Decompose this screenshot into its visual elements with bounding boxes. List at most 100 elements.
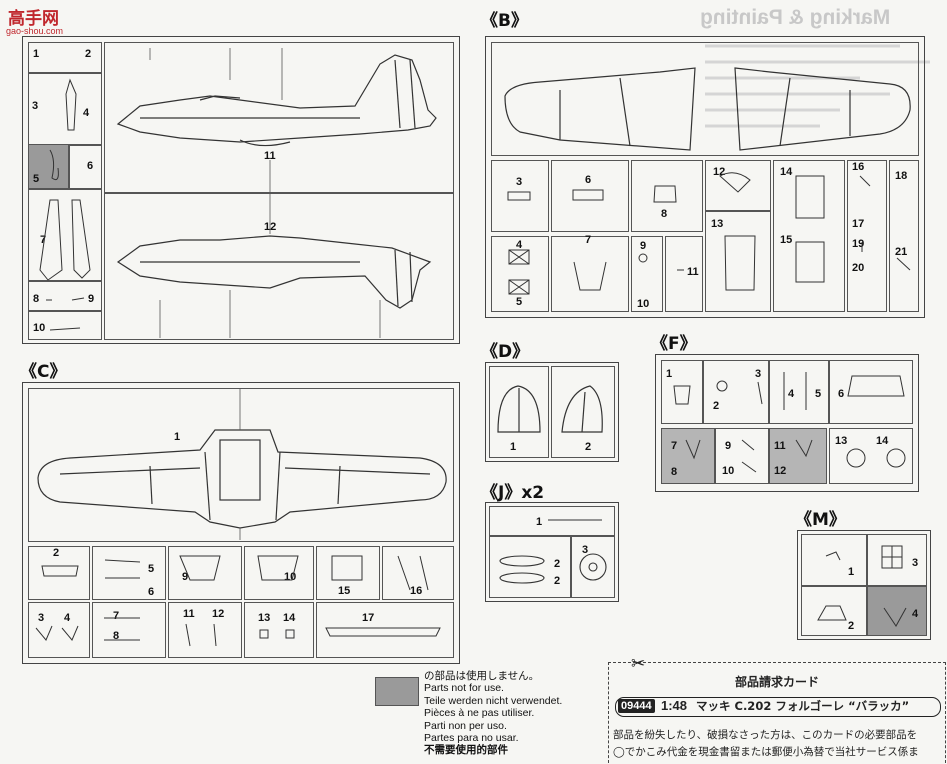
part-number: 13 <box>711 218 724 230</box>
sprue-b-cell-12 <box>705 160 771 212</box>
part-number: 8 <box>33 293 40 305</box>
part-number: 11 <box>183 608 195 620</box>
sprue-a-frame <box>22 36 460 344</box>
part-number: 2 <box>53 547 60 559</box>
product-code: 09444 <box>618 699 655 713</box>
sprue-b-cell-11 <box>665 236 703 312</box>
sprue-j-cell-3 <box>571 536 615 598</box>
part-number: 16 <box>852 161 865 173</box>
sprue-d-label: 《D》 <box>481 342 530 362</box>
sprue-b-cell-13 <box>705 210 771 312</box>
part-number: 5 <box>33 173 40 185</box>
part-number: 6 <box>585 174 592 186</box>
part-number: 1 <box>848 566 855 578</box>
order-card-title: 部品請求カード <box>734 675 819 689</box>
sprue-b-cell-3 <box>491 160 549 232</box>
part-number: 2 <box>554 575 561 587</box>
part-number: 2 <box>85 48 92 60</box>
sprue-c-cell-16 <box>382 546 454 600</box>
part-number: 14 <box>780 166 793 178</box>
part-number: 13 <box>258 612 271 624</box>
sprue-j-frame <box>485 502 619 602</box>
sprue-d-cell-1 <box>489 366 549 458</box>
part-number: 1 <box>666 368 673 380</box>
sprue-m-cell-4-unused <box>867 586 927 636</box>
legend-fr: Pièces à ne pas utiliser. <box>424 707 535 720</box>
product-scale: 1:48 <box>661 698 688 713</box>
part-number: 12 <box>774 465 787 477</box>
part-number: 3 <box>912 557 919 569</box>
sprue-b-cell-6 <box>551 160 629 232</box>
part-number: 15 <box>338 585 351 597</box>
sprue-f-cell-1 <box>661 360 703 424</box>
unused-parts-swatch <box>375 677 419 706</box>
part-number: 14 <box>876 435 889 447</box>
sprue-c-cell-3-4 <box>28 602 90 658</box>
part-number: 20 <box>852 262 865 274</box>
sprue-a-cell-7 <box>28 188 102 282</box>
part-number: 6 <box>838 388 845 400</box>
sprue-m-cell-2 <box>801 586 867 636</box>
sprue-j-cell-1 <box>489 506 615 536</box>
part-number: 1 <box>33 48 40 60</box>
part-number: 11 <box>264 150 276 162</box>
part-number: 7 <box>40 234 47 246</box>
part-number: 2 <box>585 441 592 453</box>
part-number: 11 <box>774 440 786 452</box>
part-number: 15 <box>780 234 793 246</box>
part-number: 8 <box>661 208 668 220</box>
sprue-j-label: 《J》x2 <box>481 483 545 503</box>
sprue-m-label: 《M》 <box>795 510 846 530</box>
sprue-c-cell-7-8 <box>92 602 166 658</box>
sprue-b-cell-16-20 <box>847 160 887 312</box>
part-number: 9 <box>182 571 189 583</box>
sprue-b-label: 《B》 <box>481 11 528 31</box>
sprue-c-cell-15 <box>316 546 380 600</box>
watermark-text: 高手网 <box>8 9 59 29</box>
part-number: 8 <box>671 466 678 478</box>
sprue-b-cell-9-10 <box>631 236 663 312</box>
part-number: 10 <box>637 298 650 310</box>
legend-de: Teile werden nicht verwendet. <box>424 694 563 707</box>
part-number: 3 <box>32 100 39 112</box>
sprue-c-cell-5-6 <box>92 546 166 600</box>
sprue-c-cell-11-12 <box>168 602 242 658</box>
sprue-b-cell-18-21 <box>889 160 919 312</box>
part-number: 17 <box>852 218 865 230</box>
part-number: 4 <box>83 107 90 119</box>
part-number: 3 <box>516 176 523 188</box>
part-number: 10 <box>33 322 46 334</box>
part-number: 9 <box>88 293 95 305</box>
bleed-through-lines <box>700 36 940 156</box>
part-number: 1 <box>174 431 181 443</box>
part-number: 5 <box>148 563 155 575</box>
sprue-a-cell-10 <box>28 310 102 340</box>
sprue-b-wing-top-cell <box>491 42 919 156</box>
sprue-m-frame <box>797 530 931 640</box>
legend-en: Parts not for use. <box>424 682 504 695</box>
sprue-c-cell-13-14 <box>244 602 314 658</box>
part-number: 2 <box>554 558 561 570</box>
order-card-product-line: 09444 1:48 マッキ C.202 フォルゴーレ “バラッカ” <box>615 697 941 717</box>
sprue-a-cell-12 <box>104 192 454 340</box>
sprue-b-cell-8 <box>631 160 703 232</box>
part-number: 14 <box>283 612 296 624</box>
unused-legend: の部品は使用しません。 Parts not for use. Teile wer… <box>424 670 562 757</box>
sprue-c-cell-17 <box>316 602 454 658</box>
sprue-a-cell-8-9 <box>28 280 102 312</box>
part-number: 12 <box>212 608 225 620</box>
watermark-logo: 高手网 gao-shou.com <box>2 4 80 38</box>
sprue-c-cell-2 <box>28 546 90 600</box>
sprue-m-cell-1 <box>801 534 867 586</box>
sprue-f-label: 《F》 <box>651 334 697 354</box>
order-card-text-2: ◯でかこみ代金を現金書留または郵便小為替で当社サービス係ま <box>613 746 919 758</box>
part-number: 1 <box>536 516 543 528</box>
part-number: 4 <box>788 388 795 400</box>
legend-it: Parti non per uso. <box>424 719 507 732</box>
